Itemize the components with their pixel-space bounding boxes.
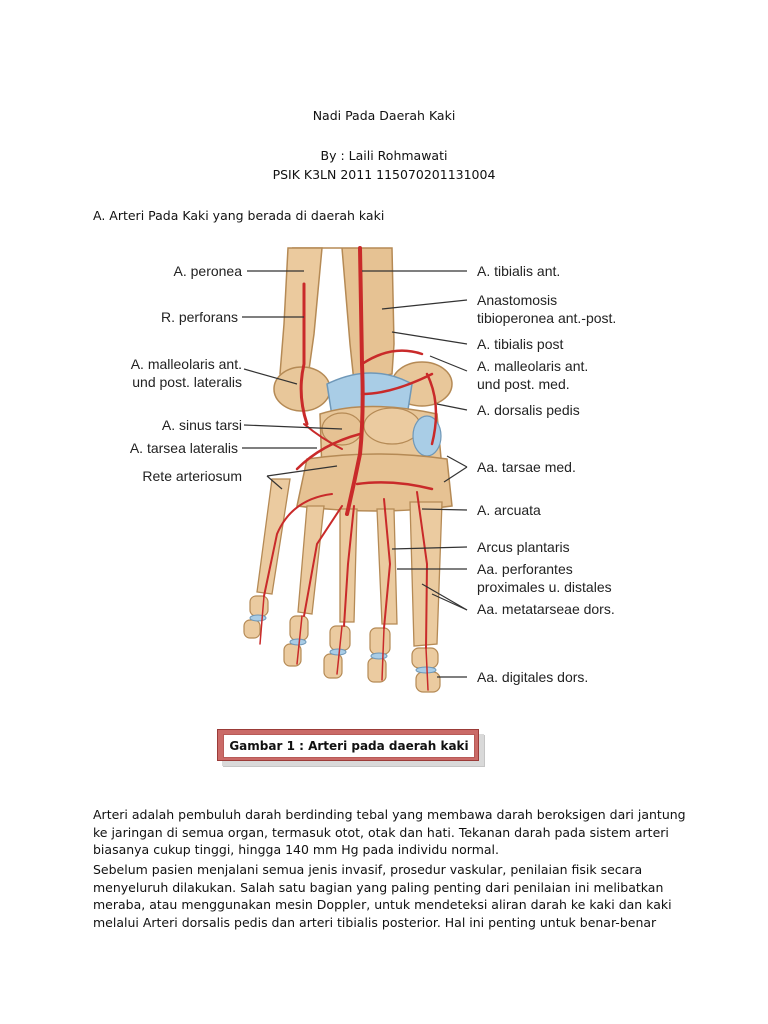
label-aa-metatarseae-dors: Aa. metatarseae dors.	[477, 601, 615, 617]
document-title: Nadi Pada Daerah Kaki	[312, 108, 456, 123]
foot-illustration	[243, 246, 453, 693]
paragraph-pemeriksaan: Sebelum pasien menjalani semua jenis inv…	[93, 862, 672, 930]
label-a-tibialis-post: A. tibialis post	[477, 336, 563, 352]
label-a-tarsea-lateralis: A. tarsea lateralis	[130, 440, 238, 456]
leader-lines	[242, 270, 468, 678]
label-a-malleolaris-lateral-2: und post. lateralis	[132, 374, 242, 390]
label-a-malleolaris-med-2: und post. med.	[477, 376, 570, 392]
label-aa-perforantes-2: proximales u. distales	[477, 579, 612, 595]
foot-artery-figure: A. peronea R. perforans A. malleolaris a…	[92, 244, 672, 714]
label-a-sinus-tarsi: A. sinus tarsi	[162, 417, 242, 433]
label-a-malleolaris-lateral-1: A. malleolaris ant.	[131, 356, 242, 372]
program-line: PSIK K3LN 2011 115070201131004	[272, 167, 496, 182]
section-heading: A. Arteri Pada Kaki yang berada di daera…	[93, 208, 385, 223]
label-aa-digitales-dors: Aa. digitales dors.	[477, 669, 588, 685]
label-rete-arteriosum: Rete arteriosum	[142, 468, 242, 484]
label-anastomosis-1: Anastomosis	[477, 292, 557, 308]
author-line: By : Laili Rohmawati	[320, 148, 448, 163]
label-aa-tarsae-med: Aa. tarsae med.	[477, 459, 576, 475]
label-a-arcuata: A. arcuata	[477, 502, 541, 518]
label-a-dorsalis-pedis: A. dorsalis pedis	[477, 402, 580, 418]
paragraph-arteri: Arteri adalah pembuluh darah berdinding …	[93, 807, 686, 857]
label-r-perforans: R. perforans	[161, 309, 238, 325]
figure-caption-box: Gambar 1 : Arteri pada daerah kaki	[217, 729, 479, 761]
label-arcus-plantaris: Arcus plantaris	[477, 539, 570, 555]
label-a-tibialis-ant: A. tibialis ant.	[477, 263, 560, 279]
label-a-malleolaris-med-1: A. malleolaris ant.	[477, 358, 588, 374]
label-a-peronea: A. peronea	[174, 263, 243, 279]
label-anastomosis-2: tibioperonea ant.-post.	[477, 310, 616, 326]
label-aa-perforantes-1: Aa. perforantes	[477, 561, 573, 577]
figure-caption: Gambar 1 : Arteri pada daerah kaki	[223, 734, 475, 758]
